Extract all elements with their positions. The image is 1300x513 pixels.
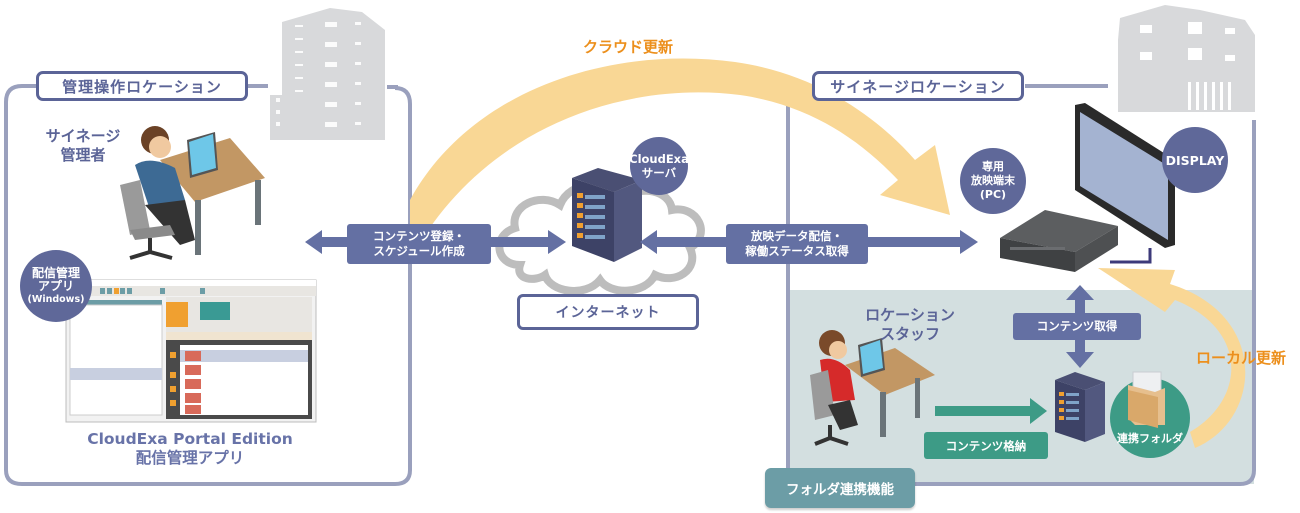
content-store-arrow [935, 398, 1047, 424]
badge-line: CloudExa [629, 152, 689, 166]
app-screenshot-thumbnail [65, 279, 317, 423]
cloud-server-icon [572, 168, 642, 262]
player-pc-badge: 専用 放映端末 (PC) [960, 148, 1026, 214]
badge-line: 配信管理 [31, 265, 80, 280]
badge-line: サーバ [641, 166, 677, 180]
box-line: 放映データ配信・ [751, 229, 843, 243]
box-line: スケジュール作成 [373, 244, 465, 258]
box-line: 稼働ステータス取得 [745, 244, 849, 258]
cloudexa-server-badge: CloudExa サーバ [629, 137, 689, 195]
badge-line: アプリ [37, 278, 74, 293]
office-building-icon [270, 8, 385, 140]
player-pc-icon [1000, 210, 1118, 272]
cloud-update-arrow [410, 58, 950, 260]
role-line: スタッフ [879, 325, 940, 343]
content-store-box: コンテンツ格納 [924, 432, 1048, 459]
content-registration-box: コンテンツ登録・ スケジュール作成 [347, 224, 491, 264]
left-location-frame [4, 84, 412, 486]
badge-line: 専用 [982, 160, 1004, 173]
display-badge: DISPLAY [1162, 127, 1228, 193]
role-line: ロケーション [865, 306, 955, 324]
box-line: コンテンツ登録・ [373, 229, 465, 243]
staff-person-icon [810, 330, 935, 446]
admin-person-icon [120, 126, 265, 260]
badge-line: 放映端末 [971, 174, 1015, 187]
data-delivery-box: 放映データ配信・ 稼働ステータス取得 [726, 224, 868, 264]
store-building-icon [1118, 5, 1255, 112]
badge-line: (Windows) [27, 293, 85, 305]
role-line: サイネージ [45, 127, 121, 145]
folder-feature-tab: フォルダ連携機能 [765, 468, 915, 508]
role-line: 管理者 [60, 146, 106, 164]
internet-label: インターネット [517, 294, 699, 330]
app-title: CloudExa Portal Edition 配信管理アプリ [60, 430, 320, 468]
local-server-icon [1055, 372, 1105, 442]
signage-location-label: サイネージロケーション [812, 71, 1024, 101]
admin-role-label: サイネージ 管理者 [28, 127, 138, 165]
display-monitor-icon [1075, 103, 1175, 264]
app-title-line: 配信管理アプリ [135, 449, 245, 467]
badge-line: (PC) [979, 188, 1007, 201]
cloud-update-label: クラウド更新 [583, 38, 674, 56]
linked-folder-label: 連携フォルダ [1117, 432, 1183, 445]
local-update-label: ローカル更新 [1196, 349, 1287, 367]
admin-location-label: 管理操作ロケーション [36, 71, 248, 101]
folder-icon [1128, 371, 1165, 428]
content-fetch-box: コンテンツ取得 [1013, 313, 1141, 340]
app-title-line: CloudExa Portal Edition [87, 430, 293, 448]
local-update-arrow [1098, 268, 1246, 448]
app-badge: 配信管理 アプリ (Windows) [20, 250, 92, 322]
staff-role-label: ロケーション スタッフ [855, 306, 965, 344]
